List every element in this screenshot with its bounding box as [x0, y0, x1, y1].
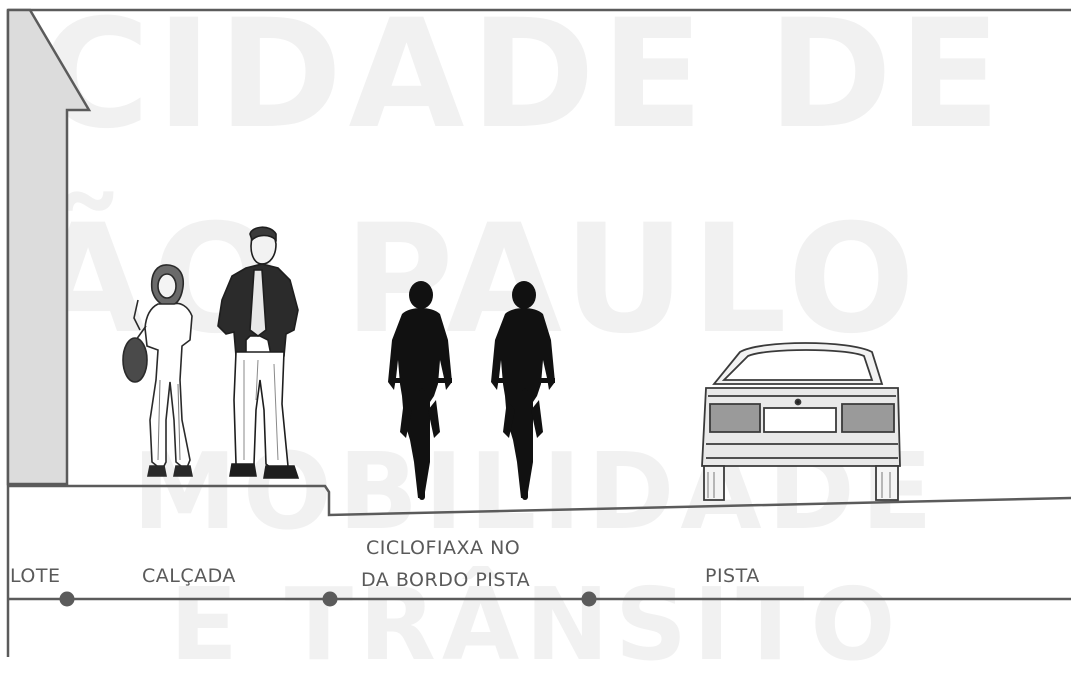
label-ciclofaixa-line-1: CICLOFIAXA NO	[366, 537, 521, 559]
marker-lote-calcada	[59, 591, 75, 607]
ground-profile	[8, 484, 1071, 517]
marker-calcada-ciclofaixa	[322, 591, 338, 607]
marker-ciclofaixa-pista	[581, 591, 597, 607]
cyclist-1-silhouette	[388, 281, 452, 500]
building-lote	[6, 8, 92, 486]
diagram-drawing	[6, 8, 1071, 657]
car-rear-view	[701, 342, 901, 501]
watermark-line-1: CIDADE DE	[40, 0, 1007, 162]
label-lote: LOTE	[10, 565, 61, 587]
label-ciclofaixa-line-2: DA BORDO PISTA	[361, 569, 531, 591]
label-pista: PISTA	[705, 565, 760, 587]
street-cross-section-diagram: CIDADE DE ÃO PAULO MOBILIDADE E TRÂNSITO	[6, 0, 1071, 675]
woman-pedestrian-figure	[122, 264, 193, 477]
label-calcada: CALÇADA	[142, 565, 236, 587]
cyclist-2-silhouette	[491, 281, 555, 500]
man-pedestrian-figure	[217, 226, 300, 479]
